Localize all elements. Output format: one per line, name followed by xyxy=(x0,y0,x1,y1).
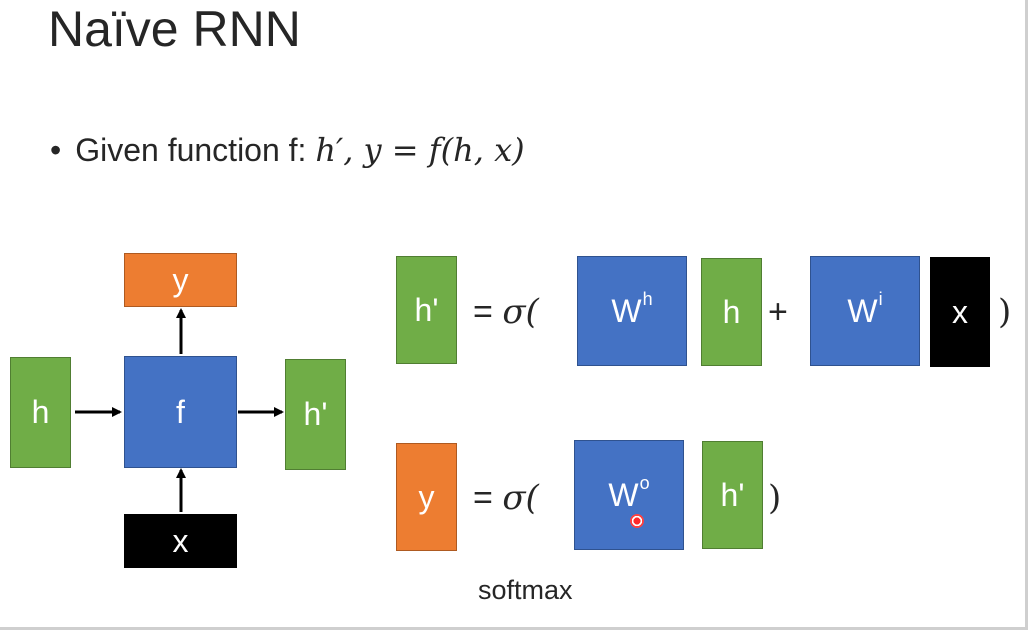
input-x-box: x xyxy=(124,514,237,568)
input-h-box: h xyxy=(10,357,71,468)
mouse-pointer-icon xyxy=(630,514,644,528)
eq2-equals-sigma: = σ( xyxy=(473,478,539,518)
softmax-note: softmax xyxy=(478,575,573,605)
bullet-item: • Given function f: h′, y = f(h, x) xyxy=(50,130,525,170)
eq1-h-label: h xyxy=(722,293,741,330)
eq1-close-paren: ) xyxy=(998,292,1012,332)
eq2-hprime-box: h' xyxy=(702,441,763,549)
bullet-formula: h′, y = f(h, x) xyxy=(315,131,525,169)
eq2-lhs-label: y xyxy=(418,478,435,515)
eq1-wh-base: W xyxy=(611,292,642,329)
slide-title: Naïve RNN xyxy=(48,1,301,57)
output-y-box: y xyxy=(124,253,237,307)
eq1-equals-sigma: = σ( xyxy=(473,292,539,332)
eq1-lhs-hprime-box: h' xyxy=(396,256,457,364)
bullet-marker: • xyxy=(50,132,62,168)
output-y-label: y xyxy=(172,261,189,298)
function-f-label: f xyxy=(176,393,185,430)
function-f-box: f xyxy=(124,356,237,468)
eq2-close-paren: ) xyxy=(768,478,782,518)
eq2-lhs-y-box: y xyxy=(396,443,457,551)
eq1-wh-sup: h xyxy=(642,288,653,309)
eq2-equals: = xyxy=(473,479,493,517)
eq1-h-box: h xyxy=(701,258,762,366)
eq2-hprime-label: h' xyxy=(720,476,745,513)
eq1-wi-sup: i xyxy=(878,288,883,309)
eq2-wo-base: W xyxy=(608,476,639,513)
eq1-sigma: σ( xyxy=(502,292,539,332)
bullet-text: Given function f: xyxy=(75,132,316,168)
eq1-x-label: x xyxy=(952,293,968,330)
input-h-label: h xyxy=(31,394,50,430)
eq1-lhs-label: h' xyxy=(414,291,439,328)
eq1-x-box: x xyxy=(930,257,990,367)
eq1-plus: + xyxy=(768,293,788,331)
eq1-wi-base: W xyxy=(847,292,878,329)
output-hprime-box: h' xyxy=(285,359,346,470)
output-hprime-label: h' xyxy=(303,396,328,432)
input-x-label: x xyxy=(172,522,189,559)
eq2-sigma: σ( xyxy=(502,478,539,518)
eq1-equals: = xyxy=(473,293,493,331)
eq2-wo-sup: o xyxy=(639,472,650,493)
